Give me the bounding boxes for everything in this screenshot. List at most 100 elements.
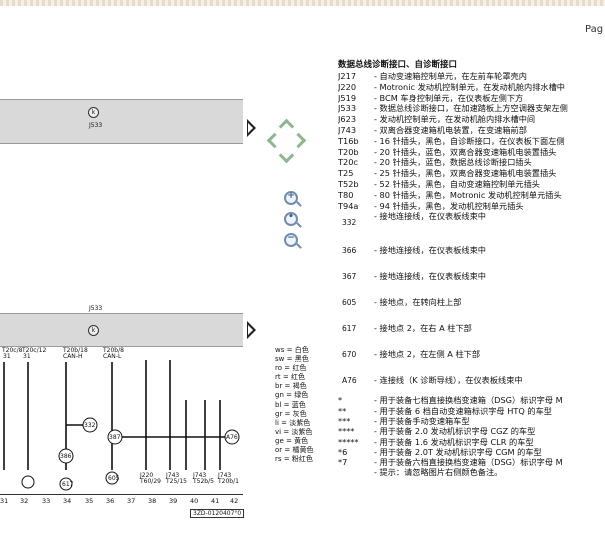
ground-entry: 332- 接地连接线，在仪表板线束中 [342, 211, 486, 228]
bottom-component: J220 [140, 472, 154, 479]
footnote-list: *- 用于装备七档直接换档变速箱（DSG）标识字母 M **- 用于装备 6 档… [338, 395, 605, 477]
bottom-pin: T20b/1 [218, 478, 239, 485]
connector-sub: 31 [3, 353, 11, 360]
ground-entry: 670- 接地点 2，在左侧 A 柱下部 [342, 349, 481, 360]
zoom-out-icon[interactable]: − [284, 233, 298, 247]
connector-label: T20b/8 [103, 347, 124, 354]
legend-row: gn = 绿色 [275, 391, 309, 400]
band-label: J533 [89, 122, 103, 129]
component-notes: 数据总线诊断接口、自诊断接口 J217- 自动变速箱控制单元，在左前车轮罩壳内 … [338, 58, 605, 478]
ground-point: 386 [60, 453, 72, 460]
expand-arrow-icon[interactable] [247, 321, 256, 339]
footnote-entry: *7- 用于装备六档直接换档变速箱（DSG）标识字母 M [338, 457, 563, 468]
scale-number: 35 [85, 497, 94, 505]
legend-row: ge = 黄色 [275, 436, 309, 445]
wiring-diagram: k J533 J533 k T20c/8 31 T20c/12 31 T20b/… [0, 0, 245, 545]
footnote-entry: - 提示：请忽略图片右侧颜色备注。 [374, 467, 503, 478]
component-entry: J220- Motronic 发动机控制单元，在发动机舱内排水槽中 [338, 81, 565, 92]
band-top-label: J533 [89, 305, 103, 312]
connector-sub: 31 [23, 353, 31, 360]
pan-up-icon[interactable] [278, 118, 295, 135]
ground-point: 617 [62, 481, 74, 488]
component-entry: J533- 数据总线诊断接口，在加速踏板上方空调器支架左侧 [338, 103, 568, 114]
footnote-entry: *****- 用于装备 1.6 发动机标识字母 CLR 的车型 [338, 436, 534, 447]
bottom-component: J743 [193, 472, 207, 479]
bottom-pin: T60/29 [140, 478, 161, 485]
ground-point: 332 [84, 422, 96, 429]
ground-point: 387 [109, 434, 121, 441]
legend-row: br = 褐色 [275, 382, 307, 391]
component-entry: T94a- 94 针插头，黑色，发动机控制单元插头 [338, 200, 524, 211]
pan-down-icon[interactable] [278, 147, 295, 164]
component-entry: J217- 自动变速箱控制单元，在左前车轮罩壳内 [338, 71, 527, 81]
bottom-component: J743 [166, 472, 180, 479]
ground-list: 332- 接地连接线，在仪表板线束中 366- 接地连接线，在仪表板线束中 36… [338, 211, 605, 393]
component-entry: J519- BCM 车身控制单元，在仪表板左侧下方 [338, 92, 524, 103]
component-list: J217- 自动变速箱控制单元，在左前车轮罩壳内 J220- Motronic … [338, 71, 605, 211]
footnote-entry: **- 用于装备 6 档自动变速箱标识字母 HTQ 的车型 [338, 405, 552, 416]
scale-number: 37 [127, 497, 136, 505]
scale-number: 33 [42, 497, 51, 505]
decorative-top-border [0, 0, 605, 6]
footnote-entry: *- 用于装备七档直接换档变速箱（DSG）标识字母 M [338, 395, 563, 406]
scale-number: 41 [211, 497, 220, 505]
scale-number: 42 [230, 497, 239, 505]
legend-row: li = 淡紫色 [275, 418, 311, 427]
legend-row: rt = 红色 [275, 373, 305, 382]
scale-number: 32 [20, 497, 29, 505]
connector-sub: CAN-L [103, 353, 122, 360]
ground-entry: A76- 连接线（K 诊断导线），在仪表板线束中 [342, 375, 523, 386]
pan-right-icon[interactable] [290, 132, 307, 149]
legend-row: ws = 白色 [275, 346, 309, 354]
page-label: Pag [585, 24, 604, 35]
pan-left-icon[interactable] [266, 132, 283, 149]
legend-row: gr = 灰色 [275, 409, 307, 418]
scale-number: 39 [169, 497, 178, 505]
connector-label: T20c/12 [22, 347, 47, 354]
footnote-entry: *6- 用于装备 2.0T 发动机标识字母 CGM 的车型 [338, 446, 542, 457]
legend-row: rs = 粉红色 [275, 455, 313, 464]
scale-number: 31 [0, 497, 9, 505]
footnote-entry: ***- 用于装备手动变速箱车型 [338, 415, 470, 426]
legend-row: ro = 红色 [275, 364, 307, 373]
component-entry: T16b- 16 针插头，黑色，自诊断接口，在仪表板下面左侧 [338, 135, 565, 146]
legend-row: vi = 淡紫色 [275, 427, 313, 436]
ground-entry: 617- 接地点 2，在右 A 柱下部 [342, 323, 472, 334]
component-entry: T52b- 52 针插头，黑色，自动变速箱控制单元插头 [338, 178, 540, 189]
scale-number: 34 [63, 497, 72, 505]
component-entry: T25- 25 针插头，黑色，双离合器变速箱机电装置插头 [338, 168, 557, 179]
component-entry: T20b- 20 针插头，蓝色，双离合器变速箱机电装置插头 [338, 146, 557, 157]
component-entry: T80- 80 针插头，黑色，Motronic 发动机控制单元插头 [338, 189, 562, 200]
ground-entry: 366- 接地连接线，在仪表板线束中 [342, 245, 486, 256]
scale-number: 40 [190, 497, 199, 505]
band-circle: k [88, 325, 99, 336]
bottom-pin: T52b/5 [193, 478, 214, 485]
connector-label: T20b/18 [63, 347, 88, 354]
component-entry: T20c- 20 针插头，蓝色，数据总线诊断接口插头 [338, 157, 532, 168]
ground-entry: 605- 接地点，在转向柱上部 [342, 297, 462, 308]
wire-lines [3, 360, 240, 491]
zoom-in-icon[interactable]: + [284, 191, 298, 205]
component-entry: J623- 发动机控制单元，在发动机舱内排水槽中间 [338, 114, 536, 125]
scale-number: 38 [148, 497, 157, 505]
footnote-entry: ****- 用于装备 2.0 发动机标识字母 CGZ 的车型 [338, 426, 536, 437]
component-entry: J743- 双离合器变速箱机电装置，在变速箱前部 [338, 124, 527, 135]
wire-color-legend: ws = 白色 sw = 黑色 ro = 红色 rt = 红色 br = 褐色 … [275, 346, 314, 464]
pan-control [265, 118, 310, 170]
scale-row: 31 32 33 34 35 36 37 38 39 40 41 42 [0, 494, 243, 505]
legend-row: sw = 黑色 [275, 355, 309, 364]
legend-row: bl = 蓝色 [275, 400, 306, 409]
connector-label: T20c/8 [2, 347, 23, 354]
ground-entry: 367- 接地连接线，在仪表板线束中 [342, 271, 486, 282]
connector-sub: CAN-H [63, 353, 83, 360]
expand-arrow-icon[interactable] [247, 119, 256, 137]
diagram-footer-code: 3ZD-0120407°0 [190, 509, 245, 518]
bottom-pin: T25/15 [166, 478, 187, 485]
zoom-reset-icon[interactable]: • [284, 212, 298, 226]
scale-number: 36 [106, 497, 115, 505]
legend-row: or = 橘黄色 [275, 446, 314, 455]
component-band-top: k J533 [0, 99, 243, 144]
bottom-component: J743 [218, 472, 232, 479]
ground-point: A76 [226, 434, 238, 441]
component-band-j533: k [0, 313, 243, 347]
